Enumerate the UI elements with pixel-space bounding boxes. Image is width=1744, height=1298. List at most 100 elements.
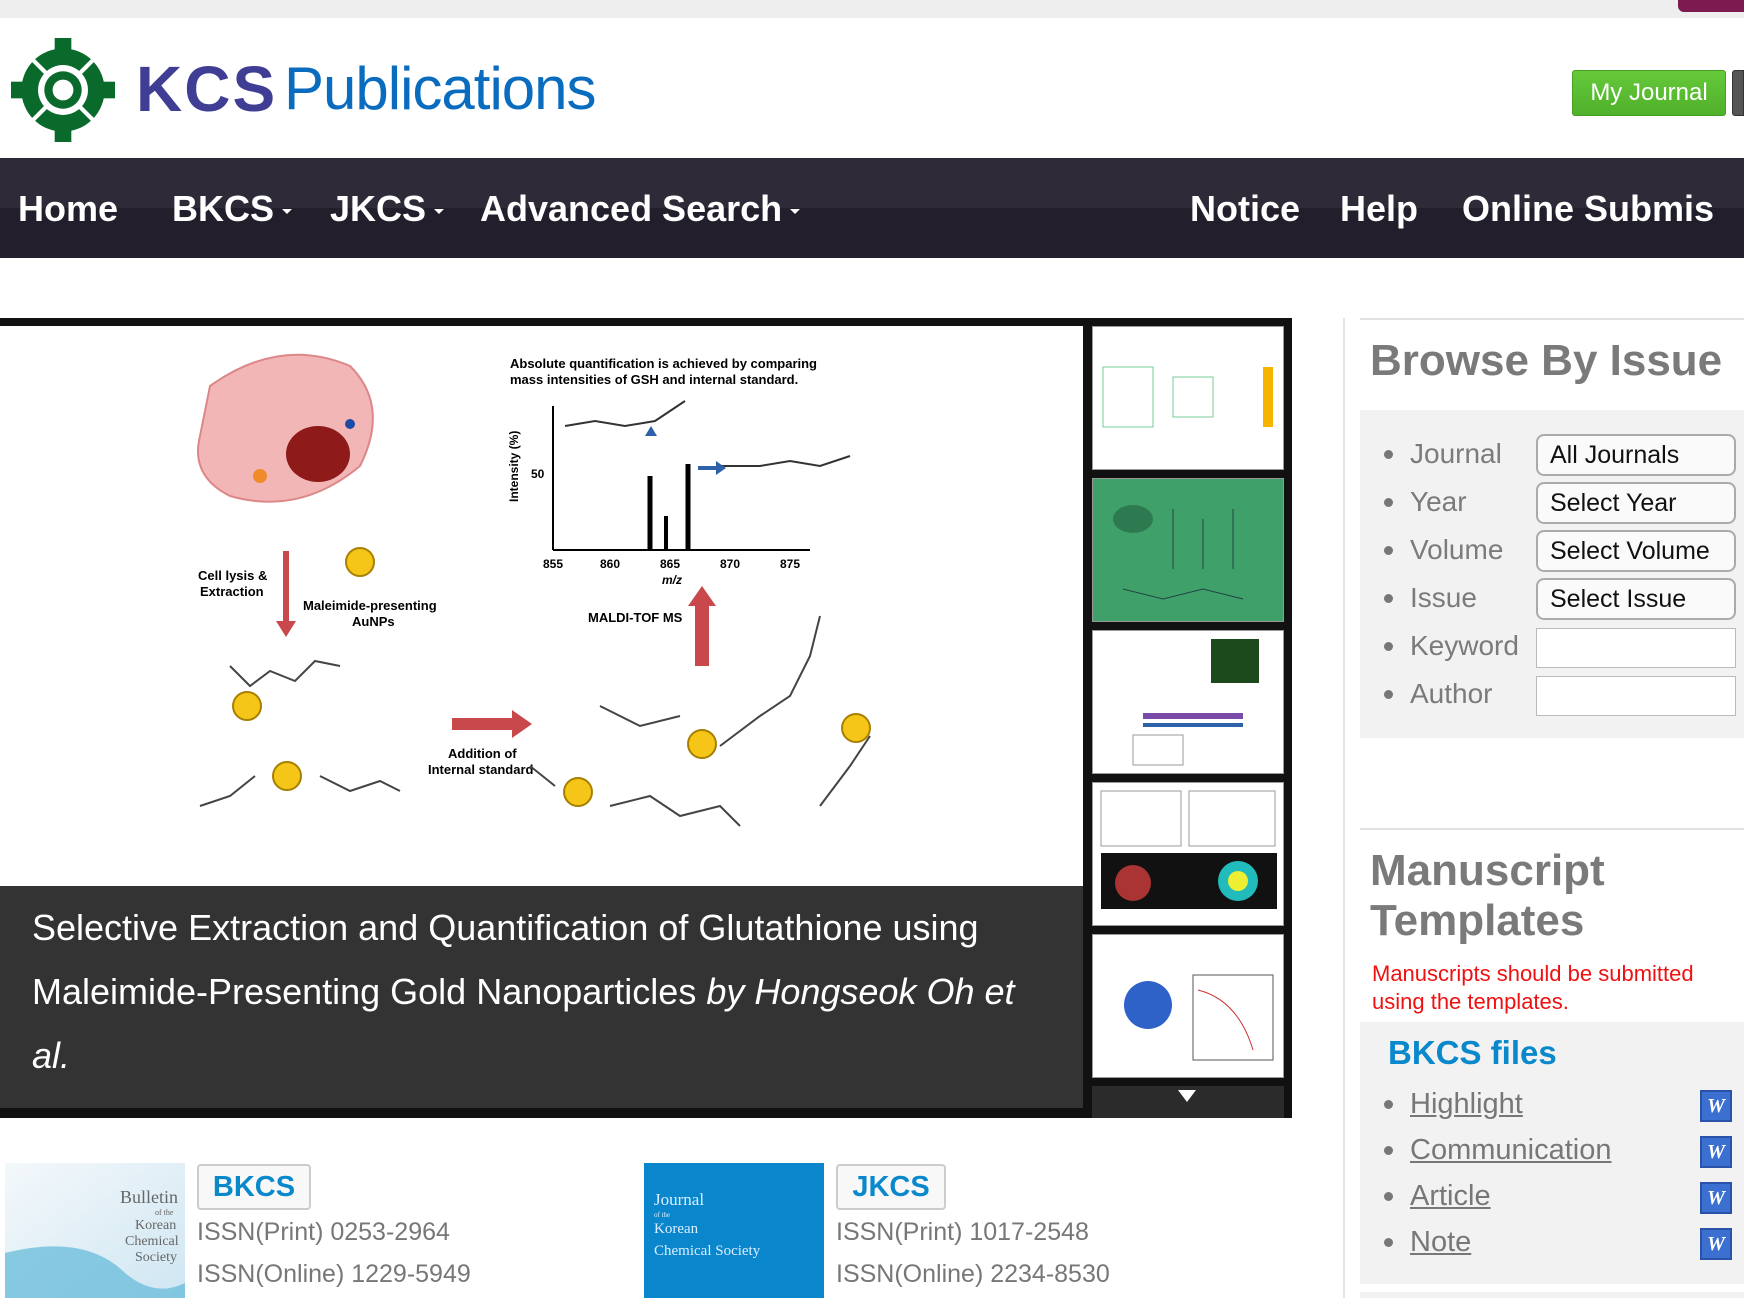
my-journal-button[interactable]: My Journal xyxy=(1572,70,1726,116)
nav-jkcs[interactable]: JKCS xyxy=(330,188,445,230)
slider-thumbnail[interactable] xyxy=(1092,782,1284,926)
browse-row-volume: Volume Select Volume xyxy=(1360,530,1744,574)
nav-bkcs-label: BKCS xyxy=(172,188,275,229)
bkcs-issn-print: ISSN(Print) 0253-2964 xyxy=(197,1218,450,1246)
jkcs-badge[interactable]: JKCS xyxy=(836,1164,946,1210)
logo-publications-text[interactable]: Publications xyxy=(284,55,597,122)
browse-title: Browse By Issue xyxy=(1370,336,1723,385)
featured-caption[interactable]: Selective Extraction and Quantification … xyxy=(0,886,1083,1108)
figure-addition-2: Internal standard xyxy=(428,762,534,777)
figure-aunp-1: Maleimide-presenting xyxy=(303,598,437,613)
nav-home-label: Home xyxy=(18,188,119,229)
bkcs-issn-online: ISSN(Online) 1229-5949 xyxy=(197,1260,471,1288)
issue-label: Issue xyxy=(1410,582,1477,613)
browse-row-journal: Journal All Journals xyxy=(1360,434,1744,478)
bullet xyxy=(1384,498,1393,507)
bullet xyxy=(1384,1100,1393,1109)
featured-graphic[interactable]: Absolute quantification is achieved by c… xyxy=(0,326,1083,886)
volume-select[interactable]: Select Volume xyxy=(1536,530,1736,572)
thumbnail-graphic xyxy=(1113,505,1244,600)
cover-text: of the xyxy=(155,1208,174,1217)
caret-down-icon xyxy=(282,208,293,214)
communication-template-link[interactable]: Communication xyxy=(1410,1134,1612,1166)
author-input[interactable] xyxy=(1536,676,1736,716)
issue-select[interactable]: Select Issue xyxy=(1536,578,1736,620)
keyword-input[interactable] xyxy=(1536,628,1736,668)
figure-x-tick: 870 xyxy=(720,557,740,571)
nav-notice-label: Notice xyxy=(1190,188,1301,229)
bkcs-files-title: BKCS files xyxy=(1388,1034,1557,1071)
browse-row-author: Author xyxy=(1360,674,1744,718)
bullet xyxy=(1384,546,1393,555)
slider-thumbnail[interactable] xyxy=(1092,326,1284,470)
figure-x-tick: 855 xyxy=(543,557,563,571)
highlight-template-link[interactable]: Highlight xyxy=(1410,1088,1523,1120)
word-doc-icon[interactable]: W xyxy=(1700,1090,1732,1122)
nav-online-submission[interactable]: Online Submis xyxy=(1462,188,1714,230)
figure-y-tick: 50 xyxy=(531,467,545,481)
main-nav: Home BKCS JKCS Advanced Search Notice He… xyxy=(0,158,1744,258)
figure-note-line1: Absolute quantification is achieved by c… xyxy=(510,356,817,371)
bkcs-badge[interactable]: BKCS xyxy=(197,1164,311,1210)
logo-kcs-text[interactable]: KCS xyxy=(136,53,278,125)
figure-note-line2: mass intensities of GSH and internal sta… xyxy=(510,372,798,387)
sidebar-divider xyxy=(1360,318,1744,320)
kcs-logo-icon[interactable] xyxy=(10,38,116,142)
cover-text: Journal xyxy=(654,1190,704,1209)
note-template-link[interactable]: Note xyxy=(1410,1226,1472,1258)
figure-x-label: m/z xyxy=(662,573,682,587)
bullet xyxy=(1384,1146,1393,1155)
sidebar-divider xyxy=(1360,828,1744,830)
article-template-link[interactable]: Article xyxy=(1410,1180,1491,1212)
secondary-header-button[interactable] xyxy=(1732,70,1744,116)
nav-jkcs-label: JKCS xyxy=(330,188,427,229)
file-item: Highlight W xyxy=(1360,1084,1744,1128)
slider-next-button[interactable] xyxy=(1092,1086,1284,1118)
column-divider xyxy=(1343,318,1345,1298)
browse-row-keyword: Keyword xyxy=(1360,626,1744,670)
bullet xyxy=(1384,450,1393,459)
keyword-label: Keyword xyxy=(1410,630,1519,661)
caption-author: by Hongseok Oh et al. xyxy=(32,971,1015,1076)
volume-label: Volume xyxy=(1410,534,1504,565)
word-doc-icon[interactable]: W xyxy=(1700,1182,1732,1214)
nav-bkcs[interactable]: BKCS xyxy=(172,188,293,230)
bkcs-files-box xyxy=(1360,1022,1744,1284)
cover-text: Bulletin xyxy=(120,1187,178,1207)
nav-notice[interactable]: Notice xyxy=(1190,188,1300,230)
caret-down-icon xyxy=(434,208,445,214)
nav-advanced-search[interactable]: Advanced Search xyxy=(480,188,801,230)
journal-label: Journal xyxy=(1410,438,1502,469)
journal-select[interactable]: All Journals xyxy=(1536,434,1736,476)
jkcs-issn-print: ISSN(Print) 1017-2548 xyxy=(836,1218,1089,1246)
bullet xyxy=(1384,642,1393,651)
slider-thumbnail[interactable] xyxy=(1092,630,1284,774)
jkcs-cover[interactable]: Journal of the Korean Chemical Society xyxy=(644,1163,824,1298)
word-doc-icon[interactable]: W xyxy=(1700,1228,1732,1260)
figure-cell-lysis-1: Cell lysis & xyxy=(198,568,267,583)
slider-thumbnail[interactable] xyxy=(1092,478,1284,622)
nav-help[interactable]: Help xyxy=(1340,188,1418,230)
figure-addition-1: Addition of xyxy=(448,746,517,761)
file-item: Note W xyxy=(1360,1222,1744,1266)
bkcs-cover[interactable]: Bulletin of the Korean Chemical Society xyxy=(5,1163,185,1298)
top-tab[interactable] xyxy=(1678,0,1744,12)
year-select[interactable]: Select Year xyxy=(1536,482,1736,524)
figure-cell-lysis-2: Extraction xyxy=(200,584,264,599)
nav-home[interactable]: Home xyxy=(18,188,118,230)
figure-y-label: Intensity (%) xyxy=(507,431,521,502)
nav-online-submission-label: Online Submis xyxy=(1462,188,1715,229)
slider-thumbnail[interactable] xyxy=(1092,934,1284,1078)
browse-row-issue: Issue Select Issue xyxy=(1360,578,1744,622)
top-bar xyxy=(0,0,1744,18)
cover-text: Chemical xyxy=(125,1234,179,1249)
thumbnail-graphic xyxy=(1124,974,1274,1061)
cover-text: Korean xyxy=(654,1221,699,1237)
word-doc-icon[interactable]: W xyxy=(1700,1136,1732,1168)
file-item: Communication W xyxy=(1360,1130,1744,1174)
bullet xyxy=(1384,1238,1393,1247)
cover-text: Society xyxy=(135,1250,177,1265)
figure-x-tick: 860 xyxy=(600,557,620,571)
